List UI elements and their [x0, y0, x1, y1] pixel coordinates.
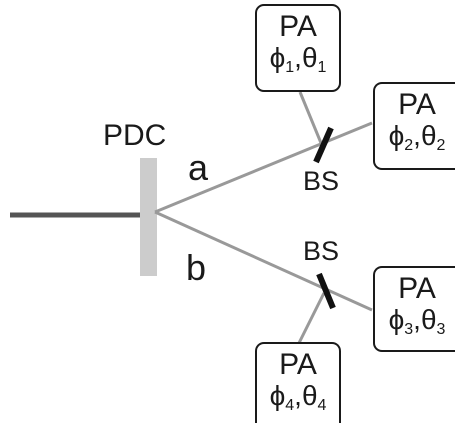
analyzer-parameters: ϕ4,θ4 [257, 380, 339, 414]
phi-subscript: 4 [285, 397, 295, 414]
phi-symbol: ϕ [388, 304, 405, 335]
path-b-label: b [186, 247, 207, 288]
bs-label-upper: BS [303, 166, 340, 196]
polarization-analyzer-1: PA ϕ1,θ1 [255, 4, 341, 92]
phi-subscript: 1 [285, 59, 295, 76]
beam-splitter-upper [313, 126, 334, 164]
analyzer-title: PA [279, 348, 317, 381]
theta-subscript: 2 [436, 137, 446, 154]
polarization-analyzer-2: PA ϕ2,θ2 [373, 82, 455, 170]
path-a-beam [154, 121, 373, 214]
path-a-label: a [188, 147, 209, 188]
beam-splitter-lower [316, 272, 336, 310]
separator: , [413, 304, 421, 335]
theta-symbol: θ [301, 42, 318, 73]
bs-label-lower: BS [303, 236, 340, 266]
reflected-beam-upper [298, 91, 323, 144]
phi-symbol: ϕ [269, 380, 286, 411]
pdc-label: PDC [103, 119, 167, 152]
separator: , [294, 42, 302, 73]
theta-symbol: θ [420, 120, 437, 151]
analyzer-title: PA [398, 88, 436, 121]
phi-subscript: 3 [404, 321, 414, 338]
analyzer-parameters: ϕ1,θ1 [257, 42, 339, 76]
analyzer-parameters: ϕ3,θ3 [375, 304, 455, 338]
theta-subscript: 4 [317, 397, 327, 414]
phi-symbol: ϕ [388, 120, 405, 151]
separator: , [294, 380, 302, 411]
theta-symbol: θ [420, 304, 437, 335]
analyzer-parameters: ϕ2,θ2 [375, 120, 455, 154]
theta-symbol: θ [301, 380, 318, 411]
analyzer-title: PA [279, 10, 317, 43]
theta-subscript: 3 [436, 321, 446, 338]
path-b-beam [154, 210, 373, 312]
phi-subscript: 2 [404, 137, 414, 154]
phi-symbol: ϕ [269, 42, 286, 73]
pdc-crystal [140, 158, 157, 276]
polarization-analyzer-3: PA ϕ3,θ3 [373, 266, 455, 352]
separator: , [413, 120, 421, 151]
polarization-analyzer-4: PA ϕ4,θ4 [255, 342, 341, 423]
analyzer-title: PA [398, 272, 436, 305]
reflected-beam-lower [297, 292, 326, 344]
theta-subscript: 1 [317, 59, 327, 76]
